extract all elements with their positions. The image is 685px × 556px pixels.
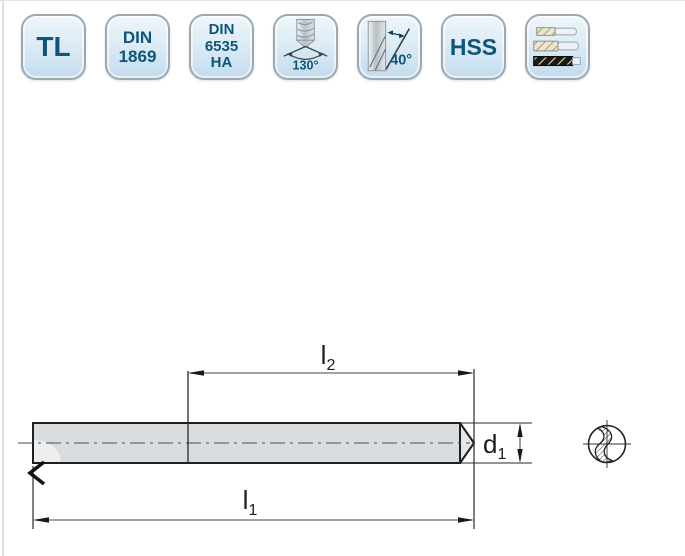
page-edge-line-top bbox=[0, 0, 685, 1]
badge-din-6535-line: DIN bbox=[208, 20, 235, 38]
helix-angle-icon: 40° bbox=[367, 20, 412, 72]
badge-din-1869-line: 1869 bbox=[118, 47, 157, 66]
drill-end-view bbox=[583, 420, 631, 468]
badge-din-6535-ha: DIN 6535 HA bbox=[189, 14, 254, 80]
badge-hss-label: HSS bbox=[449, 33, 498, 60]
badge-din-1869: DIN 1869 bbox=[105, 14, 170, 80]
chevron-left-mark bbox=[27, 460, 46, 486]
badge-point-angle: 130° bbox=[273, 14, 338, 80]
badge-din-6535-line: HA bbox=[210, 54, 233, 72]
drill-point-angle-icon: 130° bbox=[283, 18, 328, 73]
point-angle-value: 130° bbox=[293, 59, 319, 73]
badge-hss: HSS bbox=[441, 14, 506, 80]
badge-tool-series bbox=[525, 14, 590, 80]
badge-din-1869-line: DIN bbox=[122, 27, 153, 47]
dimension-d1: d1 bbox=[458, 422, 532, 464]
dimension-label-l1: l1 bbox=[243, 485, 258, 519]
badge-tl-label: TL bbox=[36, 31, 71, 62]
pictogram-row: TL DIN 1869 DIN 6535 HA bbox=[21, 14, 590, 80]
drill-web-cross-section bbox=[594, 425, 614, 464]
dimension-label-l2: l2 bbox=[321, 340, 336, 374]
dimension-l1: l1 bbox=[32, 466, 474, 529]
badge-din-6535-line: 6535 bbox=[204, 37, 239, 55]
dimension-l2: l2 bbox=[188, 340, 475, 529]
highlight-arc bbox=[34, 440, 62, 463]
helix-angle-value: 40° bbox=[390, 52, 412, 68]
drill-side-view bbox=[18, 371, 475, 464]
page-edge-line-left bbox=[2, 0, 4, 556]
dimension-label-d1: d1 bbox=[483, 429, 506, 463]
badge-tl: TL bbox=[21, 14, 86, 80]
tool-series-icon bbox=[533, 27, 581, 67]
badge-helix-angle: 40° bbox=[357, 14, 422, 80]
